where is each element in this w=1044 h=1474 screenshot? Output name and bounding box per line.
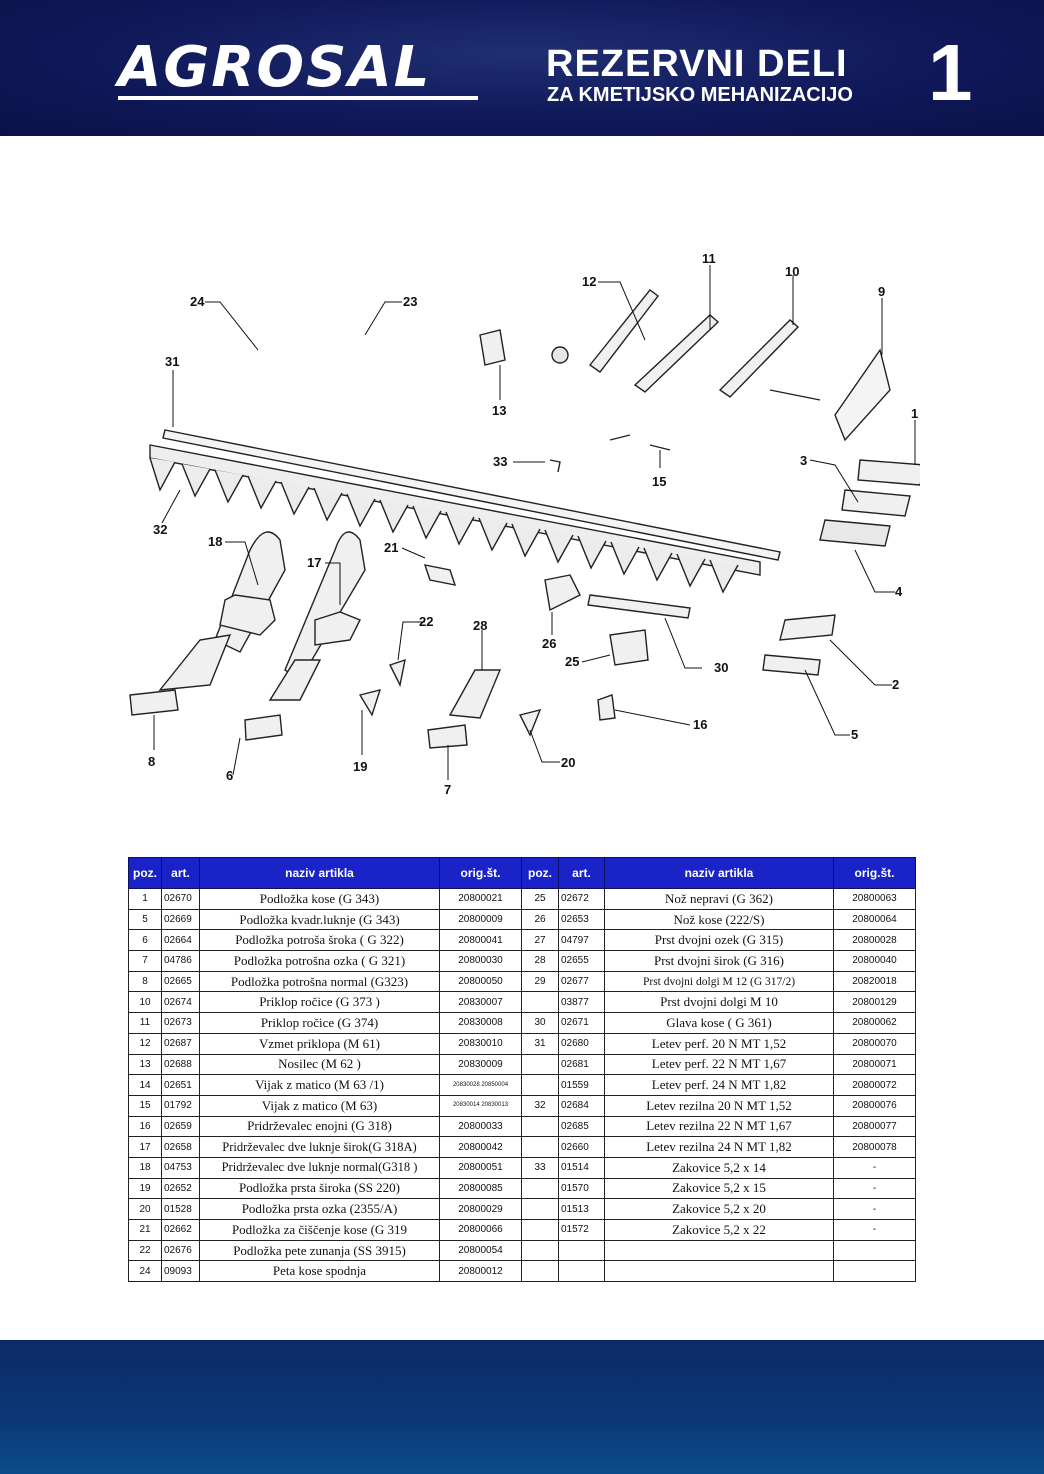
brand-underline [118,96,478,100]
diagram-label: 6 [226,768,233,783]
column-header: art. [161,857,200,889]
diagram-label: 8 [148,754,155,769]
diagram-label: 20 [561,755,575,770]
column-header: art. [558,857,605,889]
diagram-label: 25 [565,654,579,669]
diagram-label: 4 [895,584,903,599]
diagram-label: 3 [800,453,807,468]
column-header: orig.št. [833,857,916,889]
diagram-label: 12 [582,274,596,289]
diagram-label: 1 [911,406,918,421]
page-subtitle: ZA KMETIJSKO MEHANIZACIJO [547,84,853,106]
diagram-label: 31 [165,354,179,369]
column-header: poz. [521,857,559,889]
brand-logo: AGROSAL [118,35,432,100]
diagram-label: 13 [492,403,506,418]
diagram-label: 33 [493,454,507,469]
diagram-label: 17 [307,555,321,570]
diagram-labels: 24 23 31 12 11 10 9 13 1 3 33 15 32 18 1… [148,251,918,797]
diagram-label: 23 [403,294,417,309]
column-header: poz. [128,857,162,889]
footer-banner [0,1340,1044,1474]
page-number: 1 [928,28,973,117]
column-header: orig.št. [439,857,522,889]
diagram-label: 15 [652,474,666,489]
diagram-label: 9 [878,284,885,299]
diagram-label: 21 [384,540,398,555]
diagram-label: 16 [693,717,707,732]
diagram-label: 30 [714,660,728,675]
column-header: naziv artikla [604,857,834,889]
exploded-parts-diagram: 24 23 31 12 11 10 9 13 1 3 33 15 32 18 1… [129,251,920,797]
diagram-label: 5 [851,727,858,742]
diagram-label: 32 [153,522,167,537]
parts-table: poz. art. naziv artikla orig.št. poz. ar… [128,857,916,1283]
page-title: REZERVNI DELI [546,43,848,85]
diagram-label: 2 [892,677,899,692]
diagram-label: 28 [473,618,487,633]
table-header-row: poz. art. naziv artikla orig.št. poz. ar… [128,857,916,889]
diagram-label: 26 [542,636,556,651]
diagram-label: 10 [785,264,799,279]
diagram-label: 18 [208,534,222,549]
diagram-label: 22 [419,614,433,629]
diagram-label: 11 [702,251,716,266]
diagram-label: 24 [190,294,205,309]
header-banner: AGROSAL REZERVNI DELI ZA KMETIJSKO MEHAN… [0,0,1044,136]
column-header: naziv artikla [199,857,440,889]
diagram-label: 19 [353,759,367,774]
diagram-label: 7 [444,782,451,797]
